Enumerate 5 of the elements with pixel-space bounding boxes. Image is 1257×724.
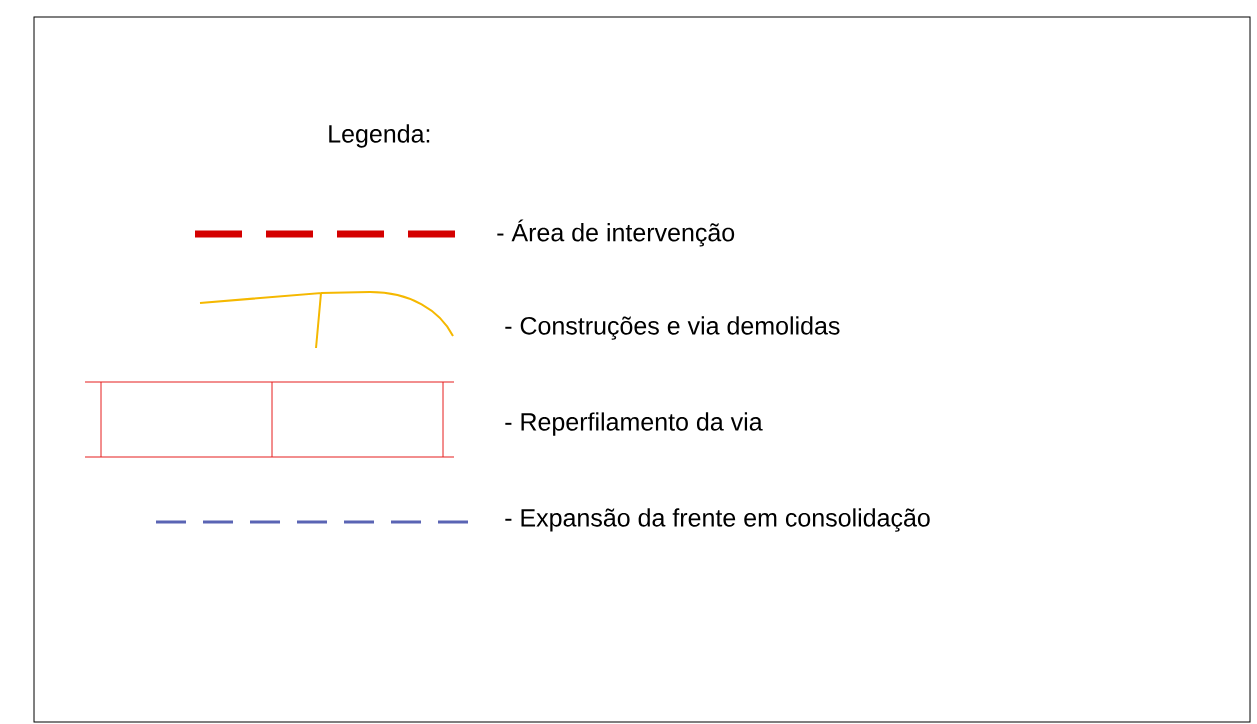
legend-label: - Reperfilamento da via: [505, 412, 763, 436]
legend-label: - Expansão da frente em consolidação: [505, 508, 930, 532]
legend-title: Legenda:: [329, 124, 430, 148]
legend-label: - Área de intervenção: [497, 219, 735, 247]
legend-label: - Construções e via demolidas: [505, 316, 840, 340]
